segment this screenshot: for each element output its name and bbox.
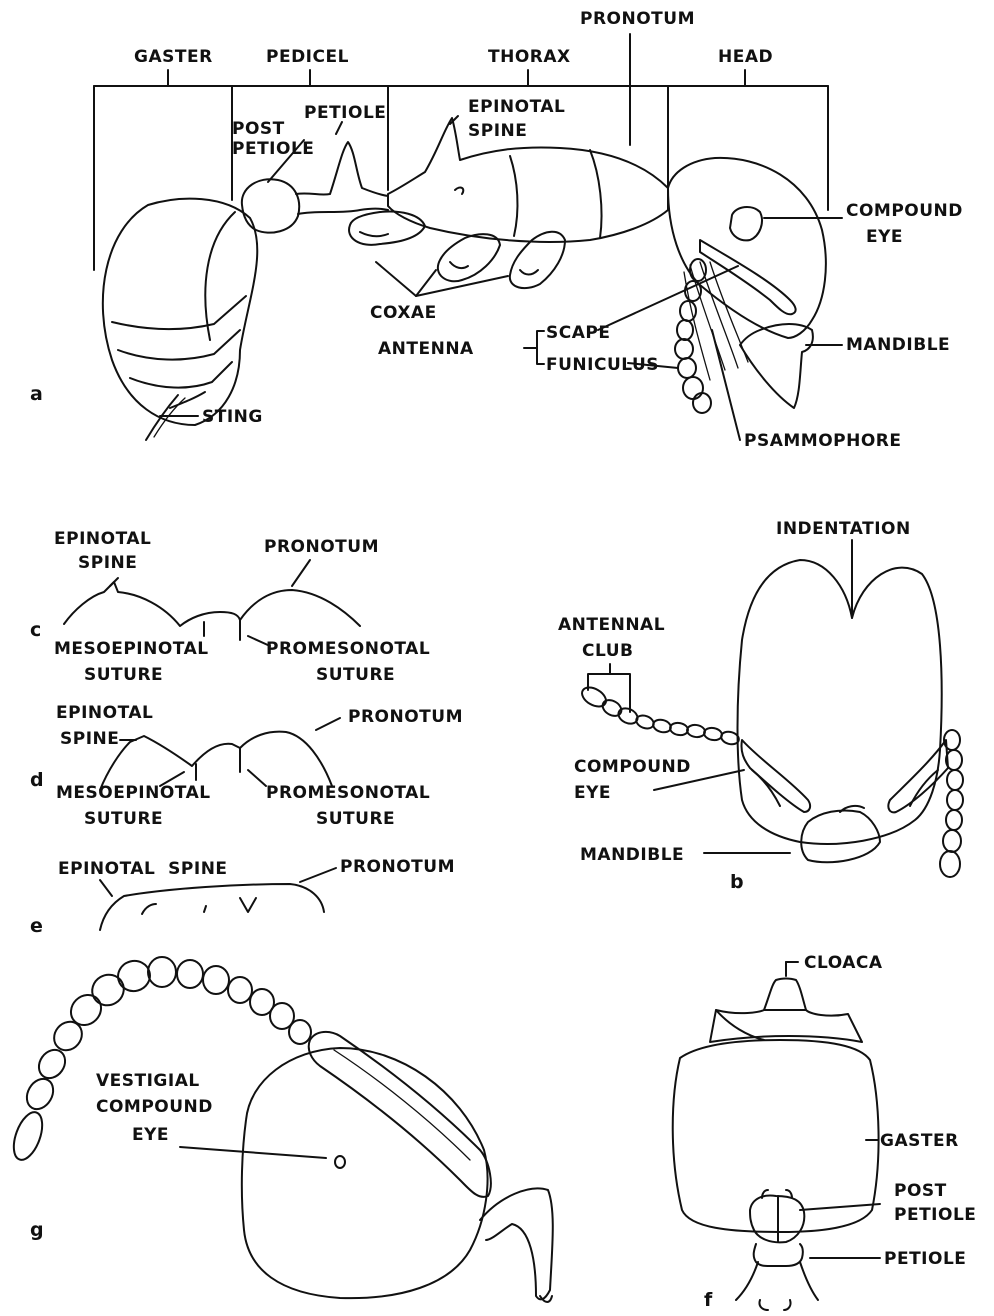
panel-letter-c: c (30, 619, 41, 641)
label-c-promesonotal-2: SUTURE (316, 665, 395, 685)
label-antenna: ANTENNA (378, 339, 474, 359)
label-gaster: GASTER (134, 47, 213, 67)
figure-g-head-lateral: VESTIGIAL COMPOUND EYE g (8, 957, 553, 1302)
panel-letter-a: a (30, 383, 43, 405)
label-e-epinotal-spine: EPINOTAL SPINE (58, 859, 228, 879)
label-petiole-a: PETIOLE (304, 103, 386, 123)
label-e-pronotum: PRONOTUM (340, 857, 455, 877)
label-coxae: COXAE (370, 303, 437, 323)
panel-letter-b: b (730, 871, 744, 893)
label-cloaca: CLOACA (804, 953, 883, 973)
label-g-vestigial-1: VESTIGIAL (96, 1071, 200, 1091)
figure-c-thorax-profile: EPINOTAL SPINE PRONOTUM MESOEPINOTAL SUT… (30, 529, 430, 685)
compound-eye-a (730, 207, 762, 240)
label-epinotal-spine-1: EPINOTAL (468, 97, 565, 117)
label-epinotal-spine-2: SPINE (468, 121, 527, 141)
label-c-pronotum: PRONOTUM (264, 537, 379, 557)
figure-c-labels: EPINOTAL SPINE PRONOTUM MESOEPINOTAL SUT… (30, 529, 430, 685)
label-compound-eye-2: EYE (866, 227, 903, 247)
label-head: HEAD (718, 47, 773, 67)
label-d-epinotal-1: EPINOTAL (56, 703, 153, 723)
label-pedicel: PEDICEL (266, 47, 349, 67)
figure-a-lateral-view: GASTER PEDICEL THORAX PRONOTUM HEAD POST… (30, 9, 963, 451)
thorax-shape (388, 118, 668, 242)
label-f-petiole: PETIOLE (884, 1249, 966, 1269)
b-left-funiculus (579, 684, 741, 747)
panel-letter-d: d (30, 769, 44, 791)
figure-d-labels: EPINOTAL SPINE PRONOTUM MESOEPINOTAL SUT… (30, 703, 463, 829)
label-c-mesoepinotal-1: MESOEPINOTAL (54, 639, 209, 659)
label-f-gaster: GASTER (880, 1131, 959, 1151)
label-d-mesoepinotal-2: SUTURE (84, 809, 163, 829)
label-indentation: INDENTATION (776, 519, 911, 539)
label-b-compound-eye-2: EYE (574, 783, 611, 803)
label-d-promesonotal-2: SUTURE (316, 809, 395, 829)
figure-f-gaster-dorsal: CLOACA GASTER POST PETIOLE PETIOLE f (673, 953, 977, 1311)
label-scape: SCAPE (546, 323, 610, 343)
label-mandible-a: MANDIBLE (846, 335, 950, 355)
label-g-vestigial-3: EYE (132, 1125, 169, 1145)
label-g-vestigial-2: COMPOUND (96, 1097, 213, 1117)
panel-letter-e: e (30, 915, 43, 937)
coxae-shapes (349, 212, 565, 289)
figure-g-labels: VESTIGIAL COMPOUND EYE g (30, 1071, 213, 1241)
label-d-epinotal-2: SPINE (60, 729, 119, 749)
gaster-shape (103, 199, 257, 425)
label-d-pronotum: PRONOTUM (348, 707, 463, 727)
head-shape (668, 158, 826, 413)
label-post-petiole-1: POST (232, 119, 285, 139)
label-funiculus: FUNICULUS (546, 355, 659, 375)
label-f-post-petiole-1: POST (894, 1181, 947, 1201)
panel-letter-f: f (704, 1289, 713, 1311)
label-sting: STING (202, 407, 263, 427)
label-f-post-petiole-2: PETIOLE (894, 1205, 976, 1225)
panel-letter-g: g (30, 1219, 44, 1241)
label-antennal-club-1: ANTENNAL (558, 615, 665, 635)
label-c-promesonotal-1: PROMESONOTAL (266, 639, 430, 659)
figure-b-head-frontal: INDENTATION ANTENNAL CLUB COMPOUND EYE M… (558, 519, 963, 893)
funiculus-segments (675, 259, 711, 413)
vestigial-eye (335, 1156, 345, 1168)
label-c-epinotal-2: SPINE (78, 553, 137, 573)
figure-b-labels: INDENTATION ANTENNAL CLUB COMPOUND EYE M… (558, 519, 911, 893)
figure-d-thorax-profile: EPINOTAL SPINE PRONOTUM MESOEPINOTAL SUT… (30, 703, 463, 829)
b-right-funiculus (940, 730, 963, 877)
mandible-shape-a (740, 324, 813, 408)
label-d-mesoepinotal-1: MESOEPINOTAL (56, 783, 211, 803)
label-psammophore: PSAMMOPHORE (744, 431, 902, 451)
label-compound-eye-1: COMPOUND (846, 201, 963, 221)
label-pronotum-a: PRONOTUM (580, 9, 695, 29)
label-post-petiole-2: PETIOLE (232, 139, 314, 159)
label-thorax: THORAX (488, 47, 571, 67)
label-antennal-club-2: CLUB (582, 641, 633, 661)
figure-e-labels: EPINOTAL SPINE PRONOTUM e (30, 857, 455, 937)
figure-e-thorax-profile: EPINOTAL SPINE PRONOTUM e (30, 857, 455, 937)
label-b-mandible: MANDIBLE (580, 845, 684, 865)
label-c-epinotal-1: EPINOTAL (54, 529, 151, 549)
label-b-compound-eye-1: COMPOUND (574, 757, 691, 777)
label-d-promesonotal-1: PROMESONOTAL (266, 783, 430, 803)
label-c-mesoepinotal-2: SUTURE (84, 665, 163, 685)
